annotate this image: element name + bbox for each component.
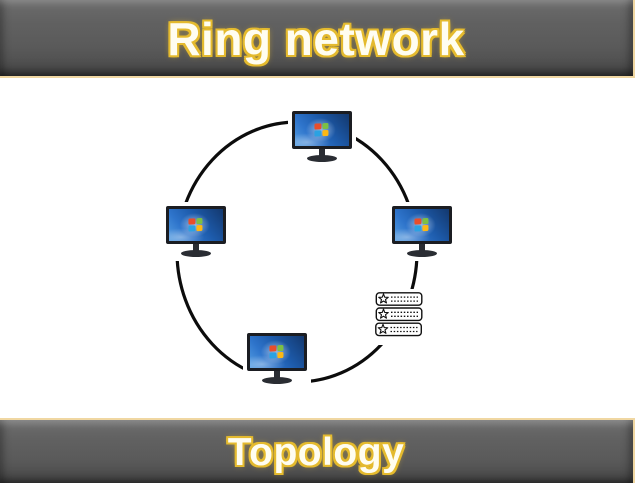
screen-glow (405, 213, 436, 237)
monitor-neck (274, 371, 280, 379)
computer-node-bottom (243, 329, 311, 388)
computer-screen (392, 206, 452, 244)
page-title: Ring network (167, 12, 465, 65)
windows-logo-icon (269, 344, 284, 359)
monitor-base (181, 250, 211, 257)
computer-node-top (288, 107, 356, 166)
monitor-base (407, 250, 437, 257)
screen-glow (179, 213, 210, 237)
monitor-base (307, 155, 337, 162)
footer-banner: Topology (0, 418, 635, 483)
windows-logo-icon (314, 122, 329, 137)
computer-screen (166, 206, 226, 244)
computer-screen (247, 333, 307, 371)
monitor-neck (319, 149, 325, 157)
monitor-neck (419, 244, 425, 252)
screen-glow (260, 340, 291, 364)
monitor-base (262, 377, 292, 384)
server-stack-icon (375, 292, 423, 337)
computer-node-right (388, 202, 456, 261)
header-banner: Ring network (0, 0, 635, 78)
server-node (372, 289, 426, 345)
screen-glow (305, 118, 336, 142)
windows-logo-icon (188, 217, 203, 232)
footer-title: Topology (227, 430, 405, 474)
computer-node-left (162, 202, 230, 261)
windows-logo-icon (414, 217, 429, 232)
monitor-neck (193, 244, 199, 252)
computer-screen (292, 111, 352, 149)
